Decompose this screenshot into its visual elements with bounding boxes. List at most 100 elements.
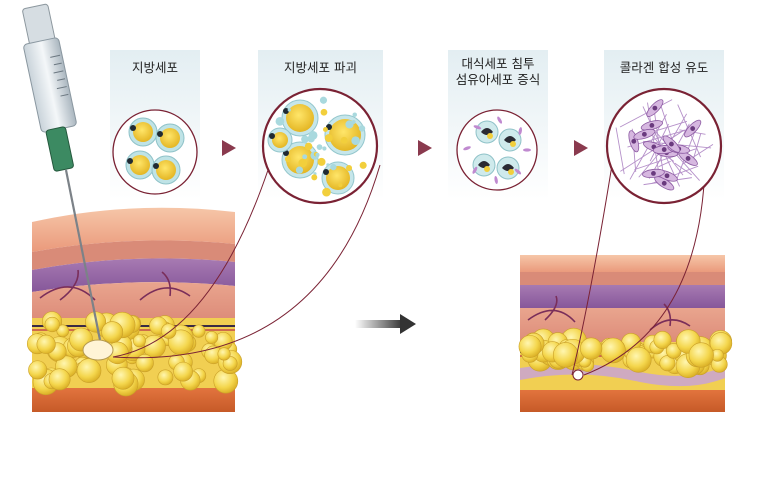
debris: [323, 127, 328, 132]
collagen-fiber: [692, 133, 702, 160]
fibroblast-nucleus: [641, 131, 647, 137]
debris: [322, 146, 327, 151]
fibroblast: [473, 125, 482, 130]
fat-globule: [580, 337, 603, 360]
fat-cell-droplet: [130, 155, 150, 175]
fat-globule: [48, 368, 71, 391]
triangle-right-icon: [418, 140, 432, 156]
fibroblast-nucleus: [661, 147, 667, 152]
fibroblast: [494, 176, 498, 184]
triangle-right-icon: [574, 140, 588, 156]
fat-globule: [205, 330, 219, 344]
fat-globule: [56, 324, 70, 338]
debris: [295, 166, 304, 174]
circle-collagen-induction: [605, 87, 723, 205]
fibroblast-nucleus: [651, 171, 656, 176]
debris: [301, 135, 309, 144]
debris: [352, 112, 357, 117]
fibroblast: [472, 166, 478, 174]
debris: [320, 108, 328, 116]
debris: [351, 120, 356, 124]
zoom-line-right-upper: [571, 164, 613, 376]
engulfed-lipid: [484, 166, 490, 172]
fat-cell-nucleus: [130, 125, 136, 131]
fat-cell-droplet: [160, 128, 180, 148]
collagen-fiber: [649, 123, 669, 162]
fat-globule: [600, 337, 626, 364]
fat-globule: [518, 335, 542, 358]
debris: [317, 157, 326, 166]
broken-cell-droplet: [286, 104, 314, 132]
fat-globules-right: [518, 327, 733, 379]
zoom-origin-right: [572, 369, 584, 381]
debris: [311, 174, 318, 181]
debris: [358, 125, 366, 132]
collagen-fiber: [658, 160, 671, 168]
stage-label-fat-cell-destruction: 지방세포 파괴: [284, 60, 357, 75]
debris: [324, 134, 333, 142]
engulfed-lipid: [508, 169, 514, 175]
debris: [304, 142, 313, 151]
zoom-line-left-upper: [112, 169, 269, 358]
fibroblast-nucleus: [690, 126, 696, 131]
fibroblast-nucleus: [664, 173, 670, 179]
debris: [351, 136, 360, 145]
debris: [316, 144, 323, 150]
engulfed-lipid: [510, 141, 516, 147]
fat-cell-nucleus: [127, 158, 133, 164]
fat-globule: [173, 361, 193, 382]
fat-globule: [688, 342, 714, 368]
fat-cell-nucleus: [157, 131, 163, 137]
fat-cell-nucleus: [153, 163, 159, 169]
fat-globule: [76, 358, 102, 383]
fat-globule: [101, 321, 124, 344]
debris: [345, 120, 354, 129]
fibroblast-nucleus: [652, 105, 658, 111]
fat-globule: [217, 347, 231, 361]
fibroblast-nucleus: [631, 138, 637, 144]
stage-label-collagen-induction: 콜라겐 합성 유도: [619, 60, 709, 75]
fat-globule: [44, 316, 60, 333]
collagen-fiber: [655, 131, 700, 181]
collagen-fiber: [638, 154, 659, 178]
debris: [359, 161, 367, 169]
stage-label-macrophage-line2: 섬유아세포 증식: [455, 72, 541, 87]
fat-globule: [625, 346, 652, 373]
fat-cell-droplet: [156, 160, 176, 180]
circle-fat-cells: [112, 109, 198, 195]
fat-globule: [111, 366, 135, 390]
fibroblast: [523, 148, 531, 152]
fat-globule: [192, 324, 206, 338]
debris: [284, 156, 292, 163]
debris: [346, 165, 353, 172]
debris: [287, 108, 291, 112]
broken-cell-droplet: [329, 119, 361, 151]
debris: [319, 96, 328, 104]
collagen-fiber: [615, 127, 625, 175]
broken-cell-droplet: [272, 132, 288, 148]
fat-globule: [28, 360, 48, 380]
triangle-right-icon: [222, 140, 236, 156]
fibroblast: [497, 116, 503, 124]
debris: [315, 152, 320, 157]
fat-globule: [157, 369, 174, 386]
fat-globule: [135, 354, 154, 373]
debris: [330, 163, 337, 171]
debris: [340, 136, 348, 144]
circle-macrophage-infiltration: [456, 109, 538, 191]
zoom-line-left-lower: [112, 164, 381, 359]
broken-cell-nucleus: [283, 108, 289, 114]
fat-globule: [653, 331, 672, 350]
broken-cell-nucleus: [269, 133, 275, 139]
collagen-fiber: [619, 99, 673, 128]
debris: [338, 183, 343, 188]
broken-cell-droplet: [326, 166, 350, 190]
engulfed-lipid: [487, 133, 493, 139]
fibroblast: [514, 168, 522, 175]
circle-fat-cell-destruction: [261, 87, 379, 205]
collagen-fiber: [660, 105, 674, 142]
broken-cell-nucleus: [323, 169, 329, 175]
stage-label-macrophage-line1: 대식세포 침투: [461, 56, 535, 71]
debris: [298, 158, 308, 168]
